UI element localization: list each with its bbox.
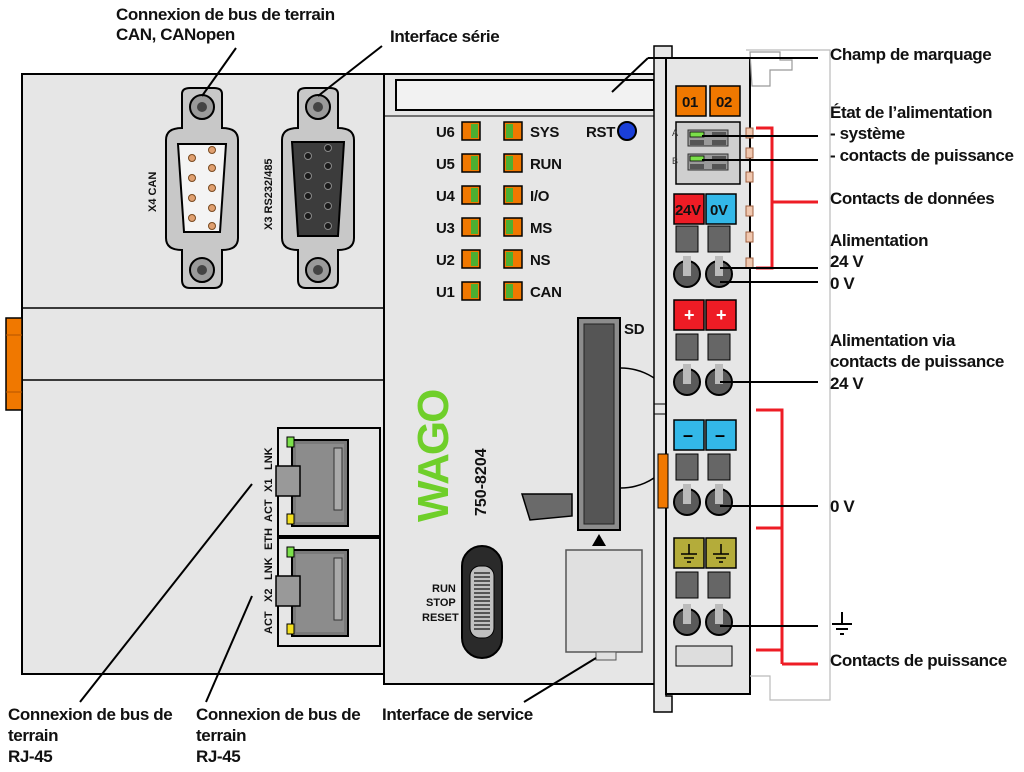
- eth2-x2-label: X2: [263, 589, 275, 602]
- serial-dsub-connector[interactable]: [281, 87, 355, 289]
- reset-button[interactable]: [617, 121, 637, 141]
- eth-label: ETH: [263, 528, 275, 550]
- ethernet-port-x1[interactable]: [275, 427, 381, 537]
- terminal-24v-label: 24V: [675, 202, 701, 219]
- power-contact-latch: [657, 453, 669, 509]
- callout-lines: [79, 45, 818, 703]
- terminal-24v: [673, 193, 705, 225]
- led-label-u1: U1: [436, 284, 455, 301]
- led-label-sys: SYS: [530, 124, 559, 141]
- eth2-lnk-label: LNK: [263, 557, 275, 580]
- mode-switch[interactable]: [461, 545, 503, 659]
- callout-data-contacts: Contacts de données: [830, 189, 994, 208]
- ground-symbol-icon: [832, 612, 852, 635]
- status-led-b: [689, 155, 705, 162]
- marking-strip: [395, 79, 655, 111]
- sd-label: SD: [624, 321, 645, 338]
- callout-rj45-2-line3: RJ-45: [196, 747, 240, 766]
- sd-card-latch: [520, 493, 573, 521]
- led-label-run: RUN: [530, 156, 562, 173]
- callout-rj45-2-line1: Connexion de bus de: [196, 705, 360, 724]
- plus-label-2: +: [716, 305, 727, 325]
- ground-icon: [681, 544, 729, 563]
- terminal-label-01-box: [675, 85, 707, 117]
- callout-supply-2: 24 V: [830, 252, 864, 271]
- led-label-ns: NS: [530, 252, 551, 269]
- eth2-act-label: ACT: [263, 611, 275, 634]
- status-a-label: A: [672, 128, 678, 138]
- minus-label-1: –: [683, 425, 693, 445]
- callout-can-line1: Connexion de bus de terrain: [116, 5, 335, 24]
- plus-label-1: +: [684, 305, 695, 325]
- model-number: 750-8204: [473, 448, 490, 516]
- wago-logo: WAGO: [409, 390, 458, 522]
- switch-label-reset: RESET: [422, 612, 459, 624]
- led-label-u5: U5: [436, 156, 455, 173]
- eth1-link-led: [286, 436, 295, 448]
- status-b-label: B: [672, 156, 678, 166]
- callout-power-state-1: État de l’alimentation: [830, 103, 992, 122]
- callout-supply-power-1: Alimentation via: [830, 331, 956, 350]
- callout-power-state-2: - système: [830, 124, 905, 143]
- service-interface-port[interactable]: [565, 549, 643, 661]
- eth2-act-led: [286, 623, 295, 635]
- callout-power-contacts: Contacts de puissance: [830, 651, 1007, 670]
- callout-rj45-2-line2: terrain: [196, 726, 246, 745]
- eth1-lnk-label: LNK: [263, 447, 275, 470]
- terminal-clamps[interactable]: [657, 225, 737, 667]
- front-panel: [383, 73, 667, 685]
- terminal-0v: [705, 193, 737, 225]
- eth2-link-led: [286, 546, 295, 558]
- minus-label-2: –: [715, 425, 725, 445]
- callout-labels: Connexion de bus de terrain CAN, CANopen…: [8, 5, 1014, 766]
- terminal-01-label: 01: [682, 94, 698, 111]
- x3-serial-label: X3 RS232/485: [263, 158, 275, 230]
- svg-text:WAGO: WAGO: [409, 390, 458, 522]
- terminal-minus-2: [705, 419, 737, 451]
- callout-0v: 0 V: [830, 497, 855, 516]
- led-column-left: [461, 121, 481, 301]
- rst-label: RST: [586, 124, 615, 141]
- callout-rj45-1-line2: terrain: [8, 726, 58, 745]
- callout-power-state-3: - contacts de puissance: [830, 146, 1014, 165]
- led-column-right: [503, 121, 523, 301]
- led-label-u4: U4: [436, 188, 456, 205]
- callout-supply-power-2: contacts de puissance: [830, 352, 1004, 371]
- eth1-act-label: ACT: [263, 499, 275, 522]
- led-label-u2: U2: [436, 252, 455, 269]
- eth1-act-led: [286, 513, 295, 525]
- callout-supply-3: 0 V: [830, 274, 855, 293]
- terminal-02-label: 02: [716, 94, 732, 111]
- callout-supply-power-3: 24 V: [830, 374, 864, 393]
- terminal-minus-1: [673, 419, 705, 451]
- callout-serial: Interface série: [390, 27, 499, 46]
- callout-service: Interface de service: [382, 705, 533, 724]
- led-label-ms: MS: [530, 220, 552, 237]
- status-led-a: [689, 131, 705, 138]
- can-dsub-connector[interactable]: [165, 87, 239, 289]
- led-label-u6: U6: [436, 124, 455, 141]
- sd-eject-arrow-icon: [592, 534, 606, 546]
- terminal-0v-label: 0V: [710, 202, 728, 219]
- red-brackets: [756, 126, 818, 666]
- eth1-x1-label: X1: [263, 479, 275, 492]
- led-label-can: CAN: [530, 284, 562, 301]
- callout-can-line2: CAN, CANopen: [116, 25, 235, 44]
- callout-marking: Champ de marquage: [830, 45, 991, 64]
- terminal-plus-1: [673, 299, 705, 331]
- callout-supply-1: Alimentation: [830, 231, 928, 250]
- led-label-io: I/O: [530, 188, 550, 205]
- led-label-u3: U3: [436, 220, 455, 237]
- terminal-label-02-box: [709, 85, 741, 117]
- terminal-plus-2: [705, 299, 737, 331]
- sd-card-slot[interactable]: [577, 317, 621, 531]
- callout-rj45-1-line3: RJ-45: [8, 747, 52, 766]
- switch-label-run: RUN: [432, 583, 456, 595]
- side-latch: [5, 317, 23, 411]
- ethernet-port-x2[interactable]: [275, 537, 381, 647]
- callout-rj45-1-line1: Connexion de bus de: [8, 705, 172, 724]
- switch-label-stop: STOP: [426, 597, 456, 609]
- x4-can-label: X4 CAN: [147, 172, 159, 212]
